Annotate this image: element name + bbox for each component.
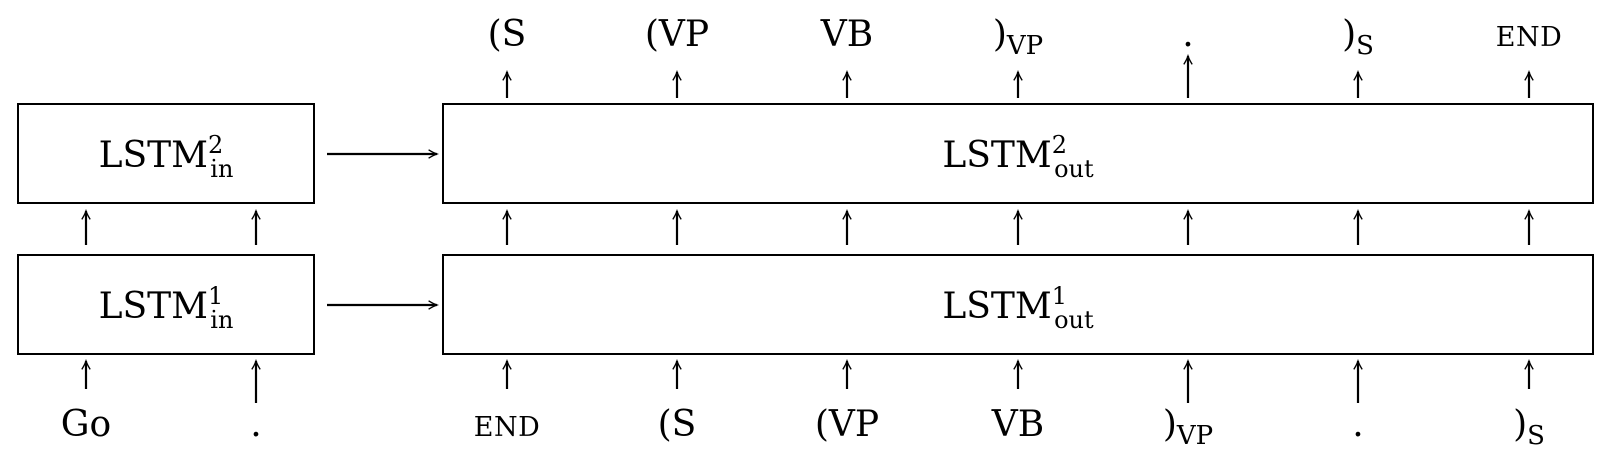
decoder-lstm2-box xyxy=(442,103,1594,204)
decoder-input-token: . xyxy=(1352,404,1363,445)
encoder-lstm1-box xyxy=(17,254,315,355)
decoder-output-token: END xyxy=(1496,22,1562,53)
decoder-output-token: . xyxy=(1182,14,1193,55)
decoder-input-token: (S xyxy=(658,404,697,445)
decoder-output-token: (VP xyxy=(645,14,709,55)
decoder-input-token: VB xyxy=(991,404,1044,445)
decoder-output-token: )VP xyxy=(993,14,1043,61)
decoder-input-tokens: END (S (VP VB )VP. )S xyxy=(474,404,1545,451)
decoder-output-token: )S xyxy=(1342,14,1374,61)
encoder-input-token: Go xyxy=(61,404,111,445)
decoder-input-token: )S xyxy=(1513,404,1545,451)
decoder-arrows xyxy=(507,56,1529,403)
decoder-output-token: (S xyxy=(488,14,527,55)
decoder-output-tokens: (S (VP VB )VP. )S END xyxy=(488,14,1562,61)
decoder-lstm1-box xyxy=(442,254,1594,355)
encoder-lstm2-box xyxy=(17,103,315,204)
decoder-input-token: (VP xyxy=(815,404,879,445)
decoder-output-token: VB xyxy=(820,14,873,55)
decoder-input-token: END xyxy=(474,412,540,443)
decoder-input-token: )VP xyxy=(1163,404,1213,451)
encoder-input-token: . xyxy=(250,404,261,445)
